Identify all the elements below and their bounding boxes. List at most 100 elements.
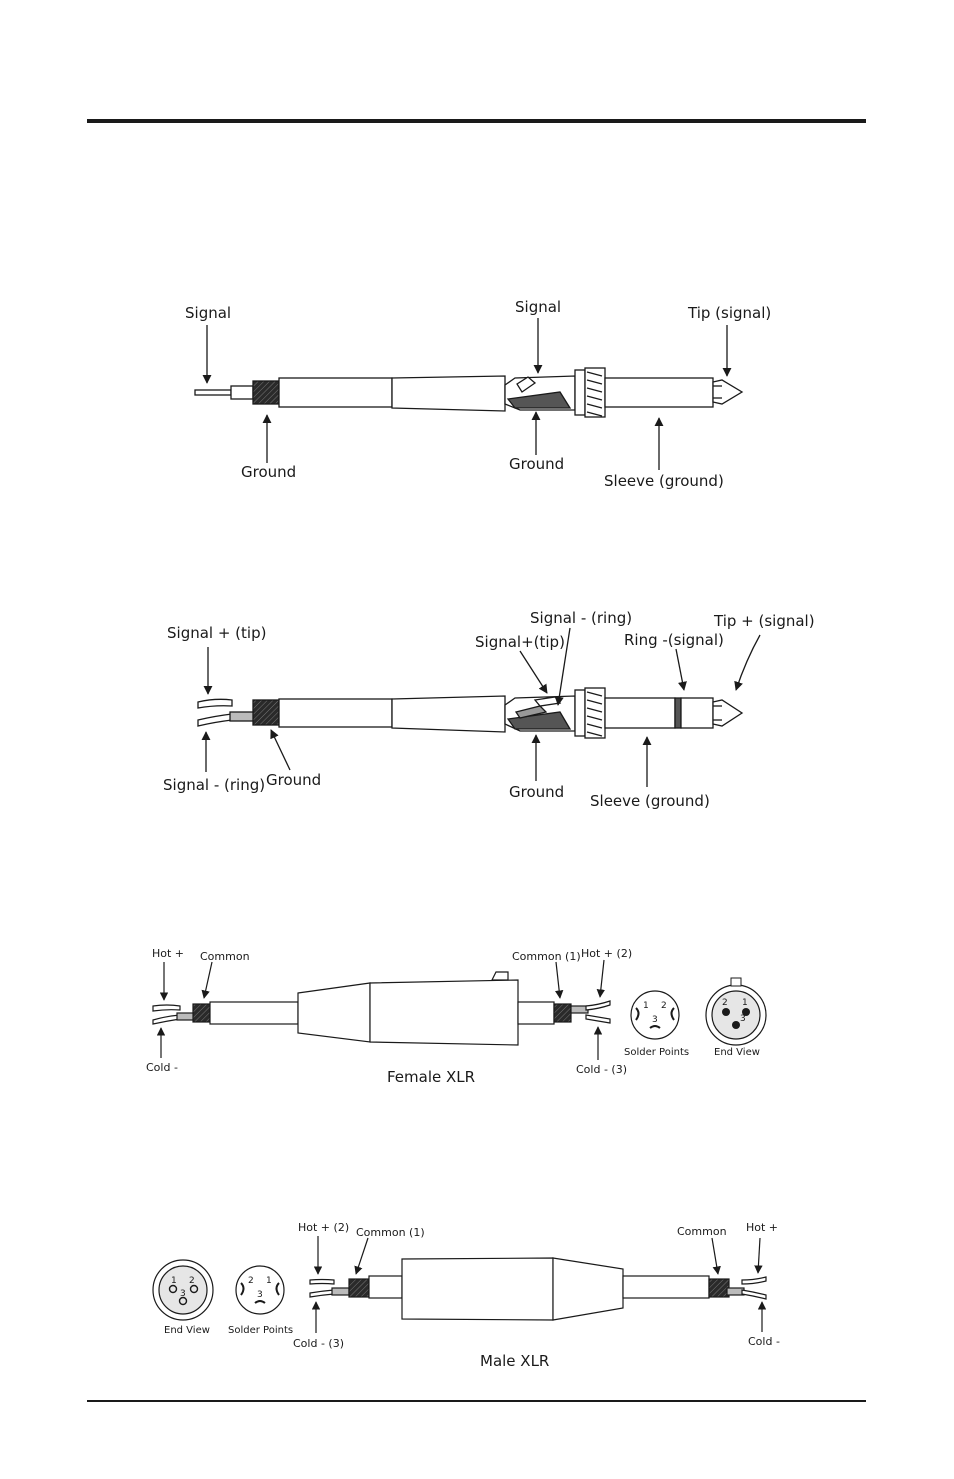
xlr-body-tapered — [552, 1257, 624, 1321]
hot-wire-left — [152, 1004, 181, 1012]
label-hot-left: Hot + (2) — [298, 1221, 349, 1234]
cable-jacket-left — [368, 1275, 403, 1299]
label-hot-left: Hot + — [152, 947, 184, 960]
cable-jacket-left — [209, 1001, 299, 1025]
label-cold-left: Cold - — [146, 1061, 178, 1074]
label-cold-right: Cold - — [748, 1335, 780, 1348]
end-view-caption: End View — [714, 1047, 760, 1058]
arrow-signal-plus-lug — [519, 650, 548, 694]
insulation-left — [176, 1012, 195, 1021]
arrow-common-left — [201, 961, 213, 999]
label-signal-plus-lug: Signal+(tip) — [475, 633, 565, 651]
header-rule — [87, 119, 866, 123]
braid-left — [192, 1003, 211, 1023]
label-common-left: Common (1) — [356, 1226, 425, 1239]
hot-wire-right — [741, 1276, 767, 1285]
thread-collar — [574, 689, 586, 737]
plug-tip — [712, 699, 744, 727]
label-cold-right: Cold - (3) — [576, 1063, 627, 1076]
label-ground-lug: Ground — [509, 455, 564, 473]
xlr-body-main — [401, 1257, 554, 1321]
plug-tip — [712, 379, 744, 405]
label-signal-minus-lug: Signal - (ring) — [530, 609, 632, 627]
braid-right — [708, 1278, 730, 1298]
braid-shield — [252, 380, 280, 405]
end-view-caption: End View — [164, 1325, 210, 1336]
label-sleeve: Sleeve (ground) — [590, 792, 710, 810]
arrow-tip — [734, 634, 761, 691]
signal-wire — [194, 389, 232, 396]
signal-plus-wire — [197, 698, 233, 709]
plug-handle — [391, 695, 506, 733]
label-ground-shield: Ground — [241, 463, 296, 481]
plug-sleeve — [604, 377, 714, 408]
cold-wire-right — [585, 1014, 611, 1024]
stereo-plug-diagram — [197, 687, 744, 739]
arrow-signal-minus-lug — [554, 627, 571, 706]
cable-jacket — [278, 377, 393, 408]
braid-shield — [252, 699, 280, 726]
svg-text:1: 1 — [266, 1276, 272, 1286]
solder-points-caption: Solder Points — [228, 1325, 293, 1336]
arrow-hot-right — [596, 959, 605, 998]
xlr-body-main — [369, 979, 519, 1046]
label-signal-minus-wire: Signal - (ring) — [163, 776, 265, 794]
ring-lug — [514, 705, 548, 719]
signal-minus-wire — [197, 713, 233, 727]
svg-text:1: 1 — [742, 998, 748, 1008]
cold-wire-left — [152, 1014, 181, 1025]
ground-lug-fill — [506, 391, 572, 409]
label-ground-shield: Ground — [266, 771, 321, 789]
plug-handle — [391, 375, 506, 412]
label-hot-right: Hot + — [746, 1221, 778, 1234]
cold-wire-right — [741, 1289, 767, 1300]
female-end-view-icon: 2 1 3 — [705, 977, 767, 1046]
svg-text:3: 3 — [257, 1290, 263, 1300]
hot-wire-left — [309, 1278, 335, 1285]
arrow-common-right — [554, 961, 564, 999]
label-signal-plus-wire: Signal + (tip) — [167, 624, 266, 642]
label-common-right: Common — [677, 1225, 727, 1238]
arrow-ring — [675, 648, 687, 691]
male-xlr-caption: Male XLR — [480, 1352, 549, 1370]
braid-left — [348, 1278, 370, 1298]
label-signal-wire: Signal — [185, 304, 231, 322]
svg-text:2: 2 — [722, 998, 728, 1008]
xlr-body-tapered — [297, 982, 371, 1043]
ground-lug-fill — [506, 711, 572, 730]
cold-wire-left — [309, 1289, 335, 1298]
braid-right — [553, 1003, 572, 1023]
inner-insulation — [230, 385, 254, 400]
cable-jacket-right — [517, 1001, 555, 1025]
wire-insulation — [229, 711, 255, 722]
solder-points-caption: Solder Points — [624, 1047, 689, 1058]
arrow-ground-shield — [270, 729, 291, 771]
female-solder-points-icon: 1 2 3 — [630, 990, 680, 1040]
label-sleeve: Sleeve (ground) — [604, 472, 724, 490]
label-cold-left: Cold - (3) — [293, 1337, 344, 1350]
female-xlr-caption: Female XLR — [387, 1068, 475, 1086]
plug-ring — [680, 697, 714, 729]
arrow-common-right — [711, 1237, 721, 1275]
female-xlr-diagram — [152, 971, 611, 1046]
svg-text:3: 3 — [740, 1014, 746, 1024]
thread-collar — [574, 369, 586, 416]
arrow-hot-right — [754, 1237, 763, 1274]
svg-text:3: 3 — [180, 1289, 186, 1299]
svg-text:2: 2 — [248, 1276, 254, 1286]
mono-plug-diagram — [194, 367, 744, 418]
insulation-left — [331, 1287, 350, 1296]
label-ground-lug: Ground — [509, 783, 564, 801]
male-xlr-diagram — [309, 1257, 767, 1321]
cable-jacket-right — [622, 1275, 710, 1299]
label-common-left: Common — [200, 950, 250, 963]
label-tip: Tip + (signal) — [713, 612, 815, 630]
label-tip: Tip (signal) — [687, 304, 771, 322]
svg-text:2: 2 — [661, 1001, 667, 1011]
label-hot-right: Hot + (2) — [581, 947, 632, 960]
hot-wire-right — [585, 1000, 611, 1011]
male-end-view-icon: 1 2 3 — [152, 1259, 214, 1321]
male-solder-points-icon: 2 1 3 — [235, 1265, 285, 1315]
